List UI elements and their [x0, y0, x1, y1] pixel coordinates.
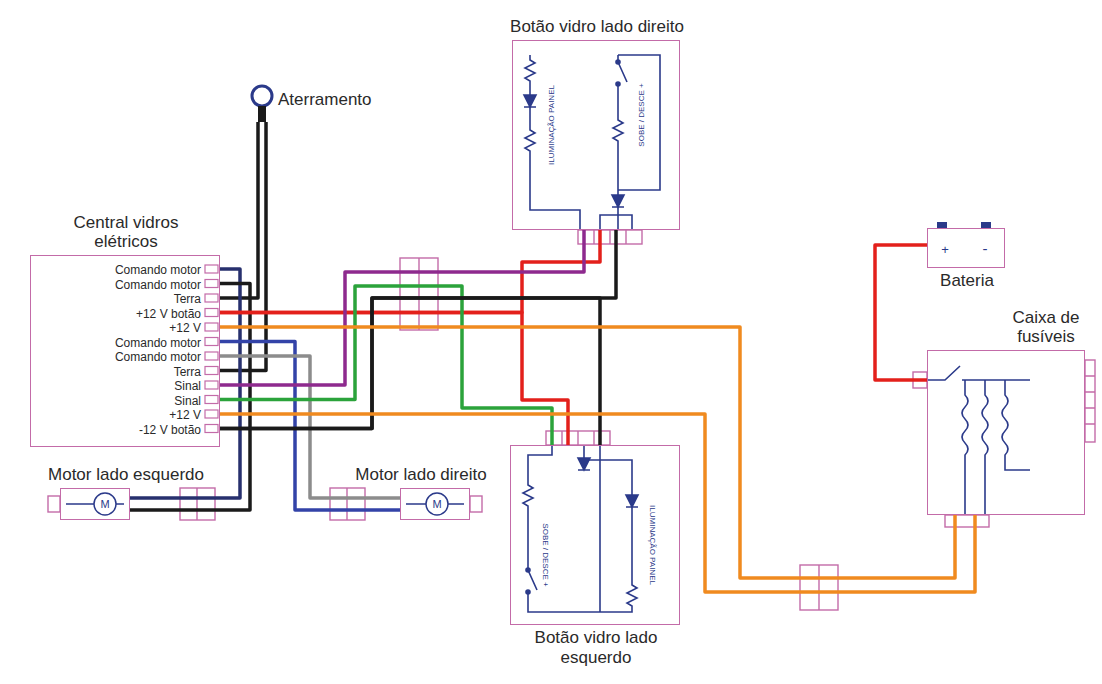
wire	[220, 298, 600, 445]
pin-label: Comando motor	[115, 263, 201, 277]
motor-symbol	[426, 493, 448, 515]
ground-cable	[258, 106, 266, 122]
component-box: Caixa de fusíveis	[927, 350, 1085, 515]
resistor-symbol	[600, 507, 637, 612]
component-title: Central vidros elétricos	[51, 213, 201, 252]
pin-socket	[205, 425, 218, 433]
switch-legend: SOBE / DESCE +	[638, 83, 646, 146]
motor-lead	[66, 503, 124, 505]
pin-socket	[205, 367, 218, 375]
component-title: Botão vidro lado esquerdo	[514, 628, 678, 667]
switch-legend: ILUMINAÇÃO PAINEL	[548, 85, 556, 165]
pin-label: Sinal	[174, 379, 201, 393]
pin-socket	[205, 265, 218, 273]
wire	[875, 245, 927, 380]
wire	[220, 122, 266, 371]
pin-socket	[205, 381, 218, 389]
ground-point: Aterramento	[246, 80, 386, 122]
motor-symbol-letter: M	[100, 499, 109, 510]
resistor-symbol	[525, 55, 535, 95]
pin-socket	[205, 294, 218, 302]
component-title: Aterramento	[278, 90, 372, 110]
component-title: Botão vidro lado direito	[510, 17, 684, 37]
component-title: Motor lado esquerdo	[48, 465, 204, 485]
ground-ring	[252, 86, 272, 106]
motor-symbol-letter: M	[432, 499, 441, 510]
fuse-box-pins	[1085, 360, 1095, 442]
component-box: Central vidros elétricosComando motorCom…	[30, 255, 220, 447]
component-title: Caixa de fusíveis	[994, 308, 1098, 347]
wire	[220, 313, 568, 446]
component-title: Bateria	[940, 271, 994, 291]
connector-blocks	[48, 230, 1095, 610]
wire	[220, 230, 616, 429]
ground-symbol	[252, 86, 272, 122]
motor-pin	[470, 496, 482, 512]
pin-socket	[205, 410, 218, 418]
polarity-mark: +	[941, 243, 949, 256]
wire-trace	[600, 207, 632, 230]
pin-label: Terra	[174, 365, 201, 379]
pin-label: Terra	[174, 292, 201, 306]
switch-contact	[526, 568, 530, 572]
pin-socket	[205, 323, 218, 331]
pin-label: +12 V	[169, 321, 201, 335]
motor-pin	[48, 496, 60, 512]
switch-symbol	[613, 55, 660, 195]
pin-label: Sinal	[174, 394, 201, 408]
pin-label: Comando motor	[115, 278, 201, 292]
pin-socket	[205, 396, 218, 404]
wire-trace	[599, 445, 601, 612]
pin-label: +12 V botão	[136, 307, 201, 321]
switch-legend: SOBE / DESCE +	[541, 523, 549, 586]
diode-symbol	[612, 195, 624, 207]
pin-socket	[205, 352, 218, 360]
pin-socket	[205, 280, 218, 288]
wire	[220, 414, 975, 592]
pin-label: -12 V botão	[139, 423, 201, 437]
pin-label: Comando motor	[115, 350, 201, 364]
diode-symbol	[524, 95, 536, 107]
pin-socket	[205, 338, 218, 346]
pin-label: Comando motor	[115, 336, 201, 350]
switch-legend: ILUMINAÇÃO PAINEL	[648, 505, 656, 585]
pin-dividers	[197, 230, 1095, 610]
component-box: Motor lado esquerdo	[60, 488, 130, 520]
switch-contact	[526, 590, 530, 594]
fuse-box-pins	[945, 515, 989, 527]
wire	[220, 230, 584, 385]
component-box: Botão vidro lado direito	[512, 40, 680, 230]
wire-trace	[584, 445, 632, 495]
polarity-mark: -	[983, 241, 988, 256]
wire	[220, 327, 955, 578]
pin-label: +12 V	[169, 408, 201, 422]
switch-contact	[616, 60, 620, 64]
wire	[220, 286, 552, 445]
resistor-symbol	[523, 445, 600, 612]
fuse-symbol	[927, 366, 1030, 515]
pin-socket	[205, 309, 218, 317]
component-title: Motor lado direito	[355, 465, 486, 485]
motor-symbol	[94, 493, 116, 515]
component-box: Bateria	[927, 228, 1005, 268]
diode-symbol	[578, 458, 590, 470]
motor-symbols	[66, 493, 464, 515]
diode-symbol	[626, 495, 638, 507]
switch-contact	[616, 82, 620, 86]
